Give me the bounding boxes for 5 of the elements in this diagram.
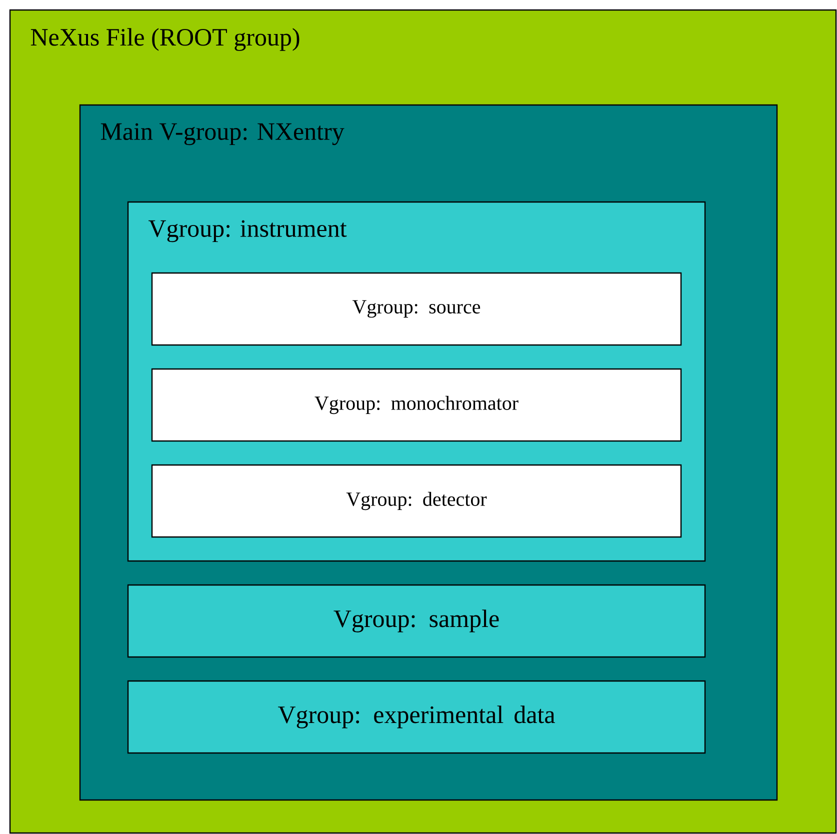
group-box: Vgroup: source: [151, 272, 682, 346]
group-box: Vgroup: experimental data: [127, 680, 706, 754]
group-box: Vgroup: sample: [127, 584, 706, 658]
group-box: Vgroup: monochromator: [151, 368, 682, 442]
group-box: Vgroup: detector: [151, 464, 682, 538]
